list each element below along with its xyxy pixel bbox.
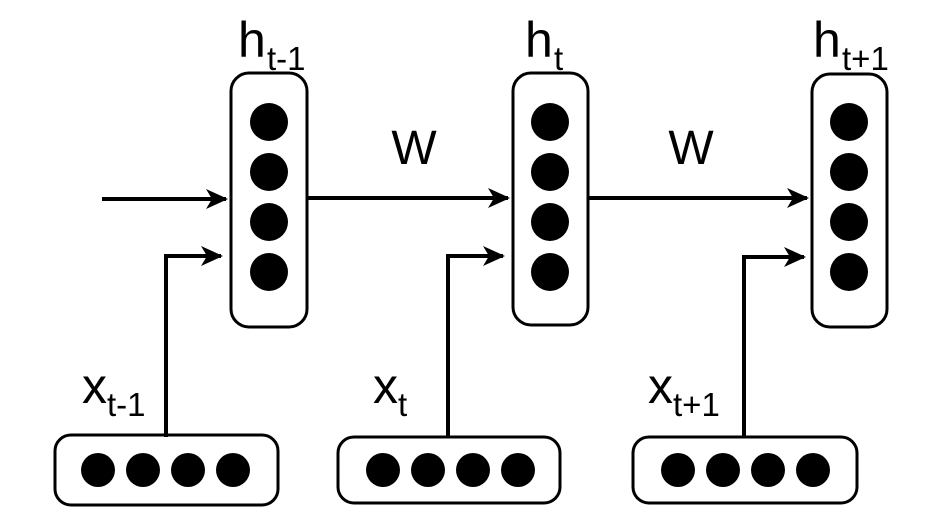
unit-circle — [456, 453, 490, 487]
hidden-units-t+1 — [830, 103, 868, 291]
hidden-label-t: h — [525, 12, 553, 68]
hidden-state-box-t+1 — [810, 72, 889, 329]
unit-circle — [830, 203, 868, 241]
unit-circle — [411, 453, 445, 487]
unit-circle — [830, 153, 868, 191]
input-to-hidden-arrow-t — [446, 246, 505, 437]
weight-label-1: W — [391, 122, 437, 175]
unit-circle — [531, 203, 569, 241]
unit-circle — [501, 453, 535, 487]
hidden-units-t-1 — [250, 103, 288, 291]
hidden-label-t-1: h — [238, 12, 266, 68]
input-label-t+1: x — [648, 358, 673, 414]
hidden-label-t+1: h — [813, 12, 841, 68]
hidden-label-sub-t+1: t+1 — [842, 40, 889, 77]
input-to-hidden-arrow-t-1 — [164, 246, 223, 437]
unit-circle — [81, 453, 115, 487]
unit-circle — [171, 453, 205, 487]
unit-circle — [531, 103, 569, 141]
hidden-label-sub-t: t — [554, 40, 563, 77]
unit-circle — [366, 453, 400, 487]
unit-circle — [250, 103, 288, 141]
unit-circle — [830, 253, 868, 291]
input-units-t — [366, 453, 535, 487]
input-label-t-1: x — [82, 358, 107, 414]
unit-circle — [706, 453, 740, 487]
unit-circle — [531, 253, 569, 291]
unit-circle — [751, 453, 785, 487]
unit-circle — [531, 153, 569, 191]
unit-circle — [126, 453, 160, 487]
unit-circle — [661, 453, 695, 487]
unit-circle — [250, 153, 288, 191]
unit-circle — [796, 453, 830, 487]
input-label-sub-t-1: t-1 — [107, 386, 146, 423]
unit-circle — [250, 253, 288, 291]
unit-circle — [250, 203, 288, 241]
unit-circle — [216, 453, 250, 487]
input-label-sub-t+1: t+1 — [673, 386, 720, 423]
input-label-sub-t: t — [398, 386, 407, 423]
unit-circle — [830, 103, 868, 141]
hidden-units-t — [531, 103, 569, 291]
input-units-t-1 — [81, 453, 250, 487]
hidden-label-sub-t-1: t-1 — [267, 40, 306, 77]
input-label-t: x — [373, 358, 398, 414]
input-units-t+1 — [661, 453, 830, 487]
weight-label-2: W — [668, 122, 714, 175]
input-to-hidden-arrow-t+1 — [742, 247, 806, 437]
